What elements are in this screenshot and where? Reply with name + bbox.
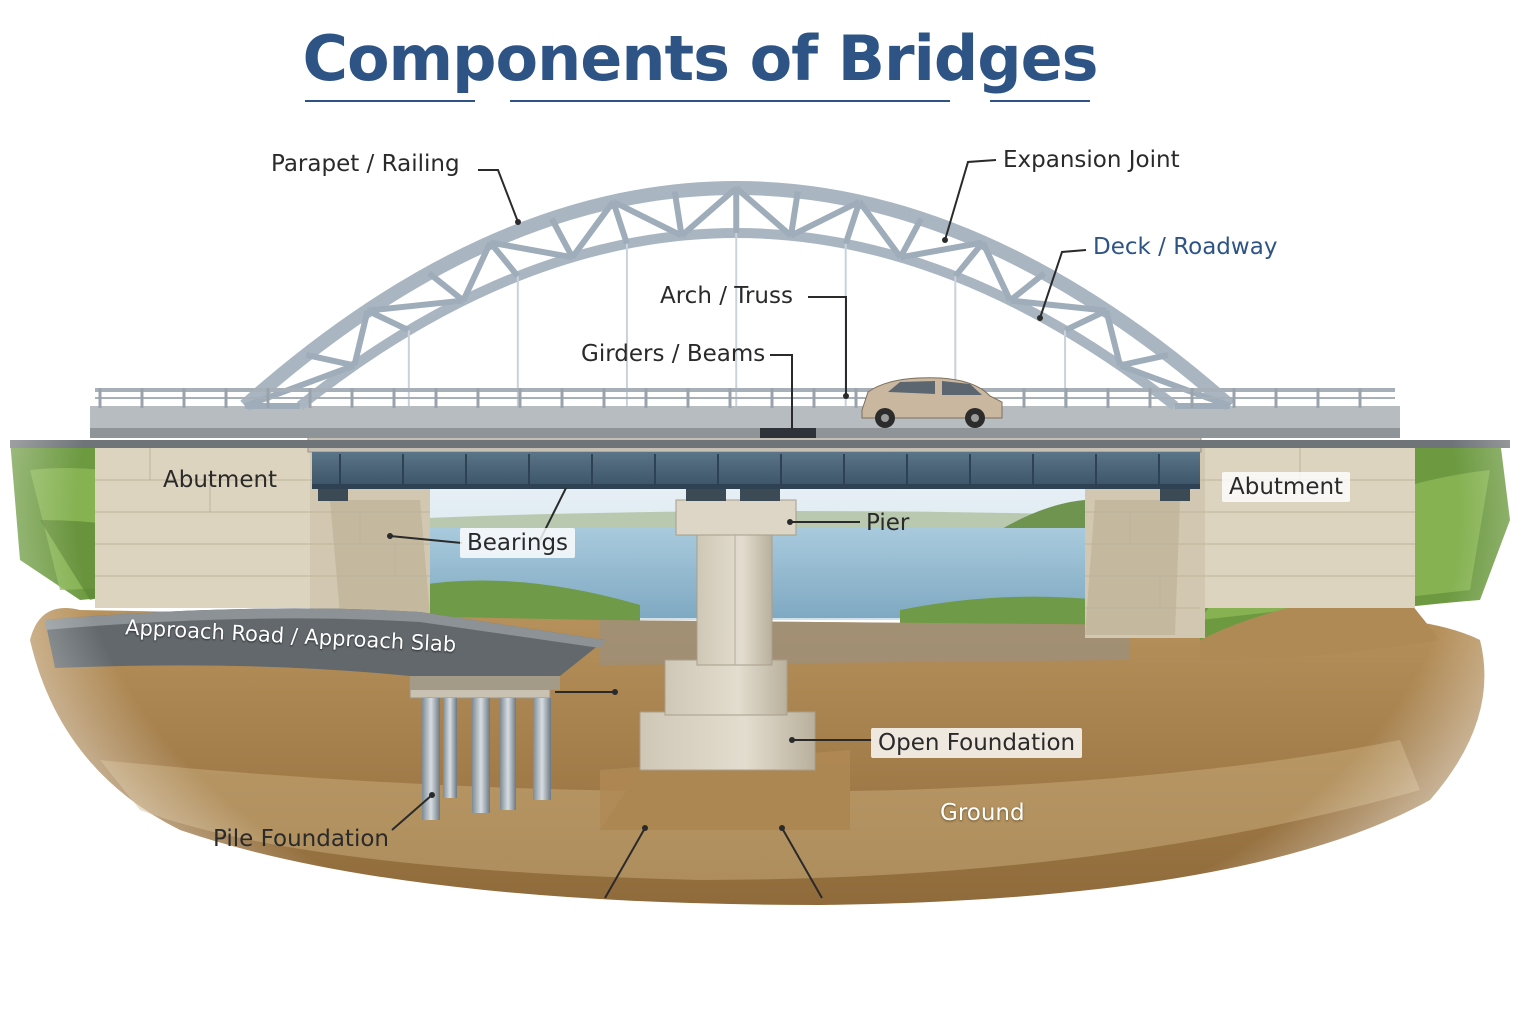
truss-vertical [305, 351, 356, 369]
deck-roadway [10, 406, 1510, 448]
diagram-title: Components of Bridges [302, 22, 1098, 95]
label-arch-truss: Arch / Truss [660, 283, 793, 309]
label-deck-roadway: Deck / Roadway [1093, 234, 1278, 260]
truss-vertical [1119, 351, 1169, 369]
label-pier: Pier [866, 510, 910, 536]
label-ground: Ground [940, 800, 1025, 826]
truss-vertical [1063, 307, 1108, 334]
leader-arch [808, 296, 847, 396]
leader-expansion-joint [944, 159, 997, 241]
expansion-joint-block [760, 428, 816, 438]
leader-bearings [389, 535, 463, 544]
title-underline-center [510, 100, 950, 102]
label-expansion-joint: Expansion Joint [1003, 147, 1180, 173]
truss-vertical [427, 270, 466, 303]
truss-vertical [1008, 270, 1047, 303]
truss-vertical [671, 190, 685, 237]
leader-pile [391, 794, 433, 831]
title-underline-left [305, 100, 475, 102]
leader-dots [387, 219, 1043, 831]
label-abutment-right: Abutment [1222, 472, 1351, 502]
label-abutment-left: Abutment [163, 467, 278, 493]
leader-deck [1039, 249, 1087, 319]
leader-girders [770, 354, 793, 430]
label-bearings: Bearings [460, 528, 576, 558]
leader-parapet [478, 169, 519, 223]
label-pile-foundation: Pile Foundation [213, 826, 389, 852]
truss-vertical [787, 190, 801, 237]
leader-ground-left [604, 827, 646, 899]
label-parapet-railing: Parapet / Railing [271, 151, 460, 177]
truss-vertical [366, 307, 411, 334]
leader-lines [389, 159, 1087, 899]
label-open-foundation: Open Foundation [871, 728, 1083, 758]
leader-ground-right [781, 827, 823, 899]
title-underline-right [990, 100, 1090, 102]
label-girders-beams: Girders / Beams [581, 341, 766, 367]
